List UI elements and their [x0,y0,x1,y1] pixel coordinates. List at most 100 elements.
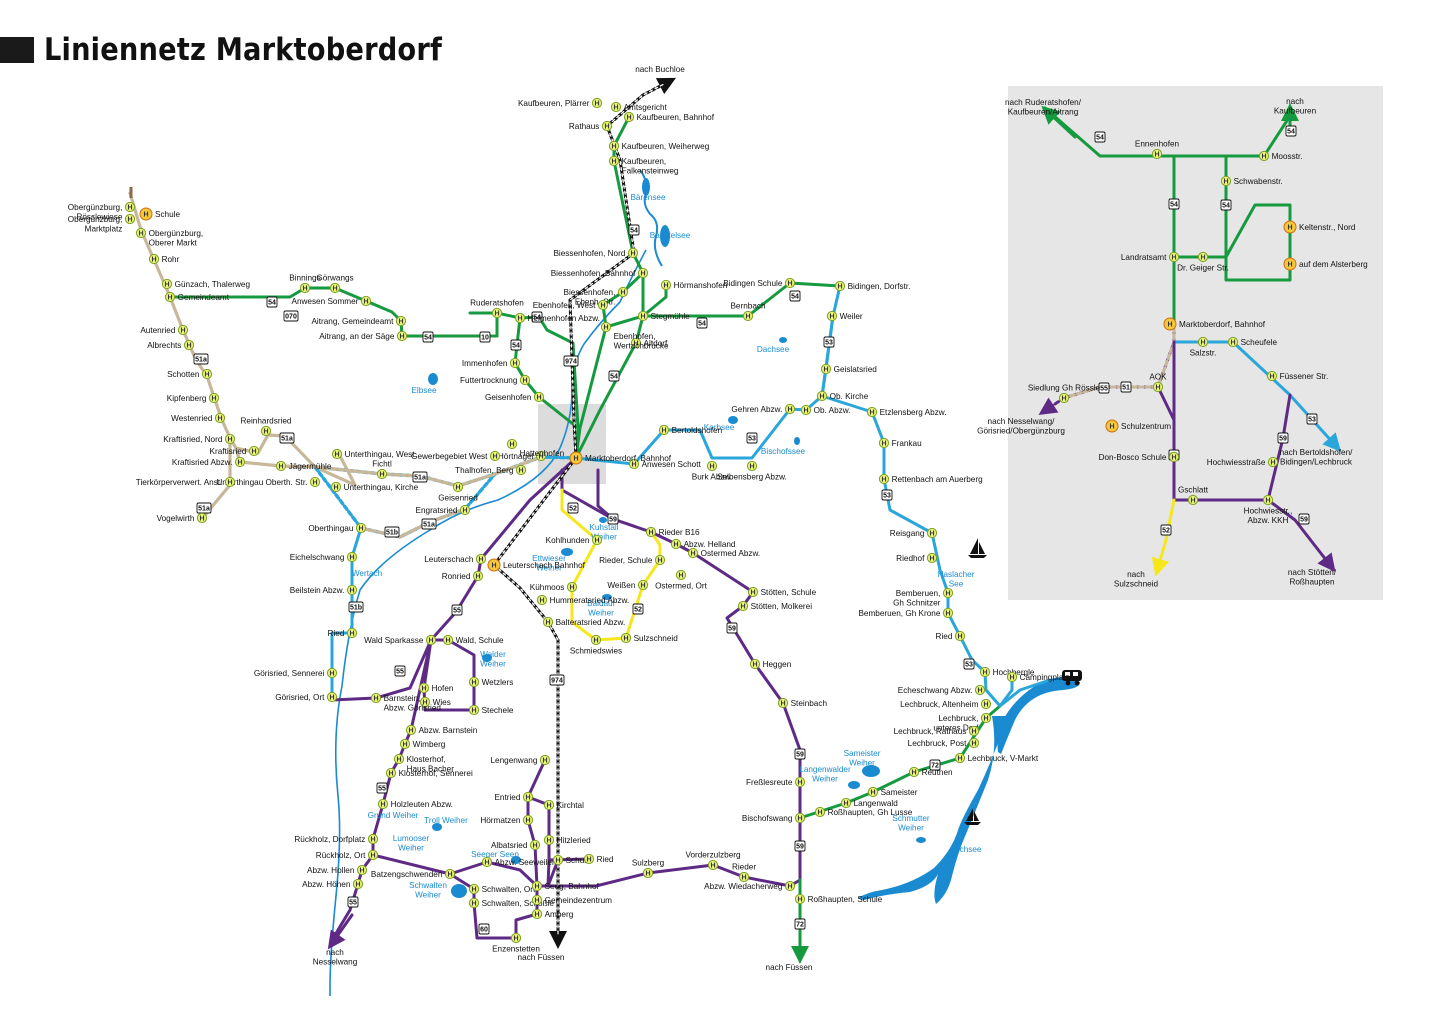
stop-eichelschwang[interactable]: HEichelschwang [290,551,358,563]
stop-stechele[interactable]: HStechele [468,704,514,716]
inset-stop-ennenhofen[interactable]: HEnnenhofen [1135,139,1180,160]
stop-heggen[interactable]: HHeggen [749,658,792,670]
stop-fre-lesreute[interactable]: HFreßlesreute [746,776,806,788]
stop-ruderatshofen[interactable]: HRuderatshofen [470,298,524,319]
inset-stop-keltenstr-nord[interactable]: HKeltenstr., Nord [1283,220,1356,234]
inset-stop-fussener-str[interactable]: HFüssener Str. [1266,370,1328,382]
stop-gewerbegebiet-west[interactable]: HGewerbegebiet West [411,450,501,462]
stop-hormanshofen[interactable]: HHörmanshofen [660,279,728,291]
stop-riedhof[interactable]: HRiedhof [896,552,938,564]
stop-schotten[interactable]: HSchotten [167,368,213,380]
stop-abzw-hohen[interactable]: HAbzw. Höhen [302,878,364,890]
stop-schwalten-scho-le[interactable]: HSchwalten, Schößle [468,897,554,909]
stop-wald-sparkasse[interactable]: HWald Sparkasse [364,634,437,646]
stop-kaufbeuren-bahnhof[interactable]: HKaufbeuren, Bahnhof [623,111,715,123]
stop-oberthingau[interactable]: HOberthingau [308,522,367,534]
stop-frankau[interactable]: HFrankau [878,437,922,449]
stop-gorwangs[interactable]: HGörwangs [316,273,354,294]
stop-ruckholz-dorfplatz[interactable]: HRückholz, Dorfplatz [294,833,379,845]
stop-leuterschach[interactable]: HLeuterschach [424,553,487,565]
stop-reinhardsried[interactable]: HReinhardsried [241,416,292,437]
stop-wei-en[interactable]: HWeißen [607,579,649,591]
stop-bemberuen-gh-schnitzer[interactable]: HBemberuen,Gh Schnitzer [893,587,954,608]
stop-abzw-seeweiler[interactable]: HAbzw. Seeweiler [481,856,555,868]
stop-enzenstetten[interactable]: HEnzenstetten [492,932,540,954]
stop-seeg-bahnhof[interactable]: HSeeg, Bahnhof [531,880,599,892]
stop-kaufbeuren-weiherweg[interactable]: HKaufbeuren, Weiherweg [608,140,710,152]
stop-rieder[interactable]: HRieder [732,862,756,883]
stop-barnstein-abzw-gorisried[interactable]: HBarnstein,Abzw. Görisried [370,692,441,713]
stop-unterthingau-west[interactable]: HUnterthingau, West [331,448,415,460]
inset-stop-aok[interactable]: HAOK [1149,372,1167,393]
stop-ried[interactable]: HRied [583,853,614,865]
stop-biessenhofen-bahnhof[interactable]: HBiessenhofen, Bahnhof [551,267,649,279]
stop-holzleuten-abzw[interactable]: HHolzleuten Abzw. [377,798,453,810]
stop-burk-abzw[interactable]: HBurk Abzw. [692,460,733,482]
stop-lechbruck-unteres-dorf[interactable]: HLechbruck,unteres Dorf [933,712,992,733]
stop-schule[interactable]: HSchule [552,854,591,866]
inset-stop-schulzentrum[interactable]: HSchulzentrum [1105,419,1171,433]
stop-ob-kirche[interactable]: HOb. Kirche [816,390,869,402]
stop-balteratsried-abzw[interactable]: HBalteratsried Abzw. [542,616,625,628]
stop-jagermuhle[interactable]: HJägermühle [275,460,332,472]
stop-bertoldshofen[interactable]: HBertoldshofen [658,424,723,436]
stop-ebenhofen-wertachbrucke[interactable]: HEbenhofen,Wertachbrücke [600,321,669,351]
inset-stop-gschlatt[interactable]: HGschlatt [1178,485,1209,506]
stop-immenhofen[interactable]: HImmenhofen [462,357,521,369]
stop-ob-abzw[interactable]: HOb. Abzw. [800,404,850,416]
stop-batzengschwenden[interactable]: HBatzengschwenden [371,868,456,880]
stop-lengenwang[interactable]: HLengenwang [490,754,551,766]
inset-stop-don-bosco-schule[interactable]: HDon-Bosco Schule [1099,451,1180,463]
stop-langenwald[interactable]: HLangenwald [840,797,898,809]
stop-abzw-hollen[interactable]: HAbzw. Hollen [307,864,368,876]
stop-geisenried[interactable]: HGeisenried [438,481,478,503]
stop-gemeindezentrum[interactable]: HGemeindezentrum [531,894,612,906]
stop-lechbruck-rathaus[interactable]: HLechbruck, Rathaus [894,725,980,737]
stop-hummeratsried-abzw[interactable]: HHummeratsried Abzw. [536,594,629,606]
inset-stop-schwabenstr[interactable]: HSchwabenstr. [1220,175,1283,187]
stop-schwalten-ort[interactable]: HSchwalten, Ort [468,883,536,895]
stop-rieder-b16[interactable]: HRieder B16 [645,526,700,538]
stop-geisenhofen[interactable]: HGeisenhofen [485,391,545,403]
stop-kuhmoos[interactable]: HKühmoos [530,581,578,593]
stop-ried[interactable]: HRied [936,630,966,642]
stop-selbensberg-abzw[interactable]: HSelbensberg Abzw. [717,460,787,482]
stop-hofen[interactable]: HHofen [418,682,454,694]
stop-klosterhof-sennerei[interactable]: HKlosterhof, Sennerei [385,767,473,779]
inset-stop-hochwiesstra-e[interactable]: HHochwiesstraße [1207,456,1279,468]
stop-rohr[interactable]: HRohr [148,253,180,265]
stop-geislatsried[interactable]: HGeislatsried [820,363,877,375]
stop-heimenhofen-abzw[interactable]: HHeimenhofen Abzw. [514,312,600,324]
inset-stop-siedlung-gh-rossle[interactable]: HSiedlung Gh Rössle [1028,383,1101,404]
stop-fichtl[interactable]: HFichtl [372,459,392,480]
stop-stotten-schule[interactable]: HStötten, Schule [747,586,817,598]
inset-stop-marktoberdorf-bahnhof[interactable]: HMarktoberdorf, Bahnhof [1163,317,1266,331]
stop-sulzschneid[interactable]: HSulzschneid [620,632,678,644]
stop-kirchtal[interactable]: HKirchtal [543,799,584,811]
inset-stop-salzstr[interactable]: HSalzstr. [1190,336,1217,358]
stop-bernbach[interactable]: HBernbach [730,301,766,322]
stop-kaufbeuren-falkensteinweg[interactable]: HKaufbeuren,Falkensteinweg [608,155,679,176]
stop-sameister[interactable]: HSameister [867,786,918,798]
inset-stop-landratsamt[interactable]: HLandratsamt [1121,251,1180,263]
inset-stop-hochwiesstr-abzw-kkh[interactable]: HHochwiesstr.,Abzw. KKH [1244,494,1293,525]
stop-etzlensberg-abzw[interactable]: HEtzlensberg Abzw. [866,406,947,418]
inset-stop-scheufele[interactable]: HScheufele [1227,336,1277,348]
stop-rieder-schule[interactable]: HRieder, Schule [599,554,666,566]
stop-ried[interactable]: HRied [328,627,358,639]
stop-reisgang[interactable]: HReisgang [890,527,938,539]
stop-unterthingau-oberth-str[interactable]: HUnterthingau Oberth. Str. [216,476,321,488]
stop-leuterschach-bahnhof[interactable]: HLeuterschach Bahnhof [487,558,586,572]
stop-weiler[interactable]: HWeiler [826,310,863,322]
stop-lechbruck-post[interactable]: HLechbruck, Post [908,737,980,749]
stop-stotten-molkerei[interactable]: HStötten, Molkerei [737,600,812,612]
stop-ruckholz-ort[interactable]: HRückholz, Ort [316,849,379,861]
stop-aitrang-an-der-sage[interactable]: HAitrang, an der Säge [319,330,408,342]
stop-vogelwirth[interactable]: HVogelwirth [157,512,208,524]
stop-lechbruck-v-markt[interactable]: HLechbruck, V-Markt [954,752,1039,764]
stop-kaufbeuren-plarrer[interactable]: HKaufbeuren, Plärrer [518,97,603,109]
stop-biessenhofen-ebenh-str[interactable]: HBiessenhofen,Ebenh. Str. [563,286,629,307]
stop-marktoberdorf-bahnhof[interactable]: HMarktoberdorf, Bahnhof [569,451,672,465]
inset-stop-moosstr[interactable]: HMoosstr. [1258,150,1303,162]
stop-gehren-abzw[interactable]: HGehren Abzw. [731,403,796,415]
